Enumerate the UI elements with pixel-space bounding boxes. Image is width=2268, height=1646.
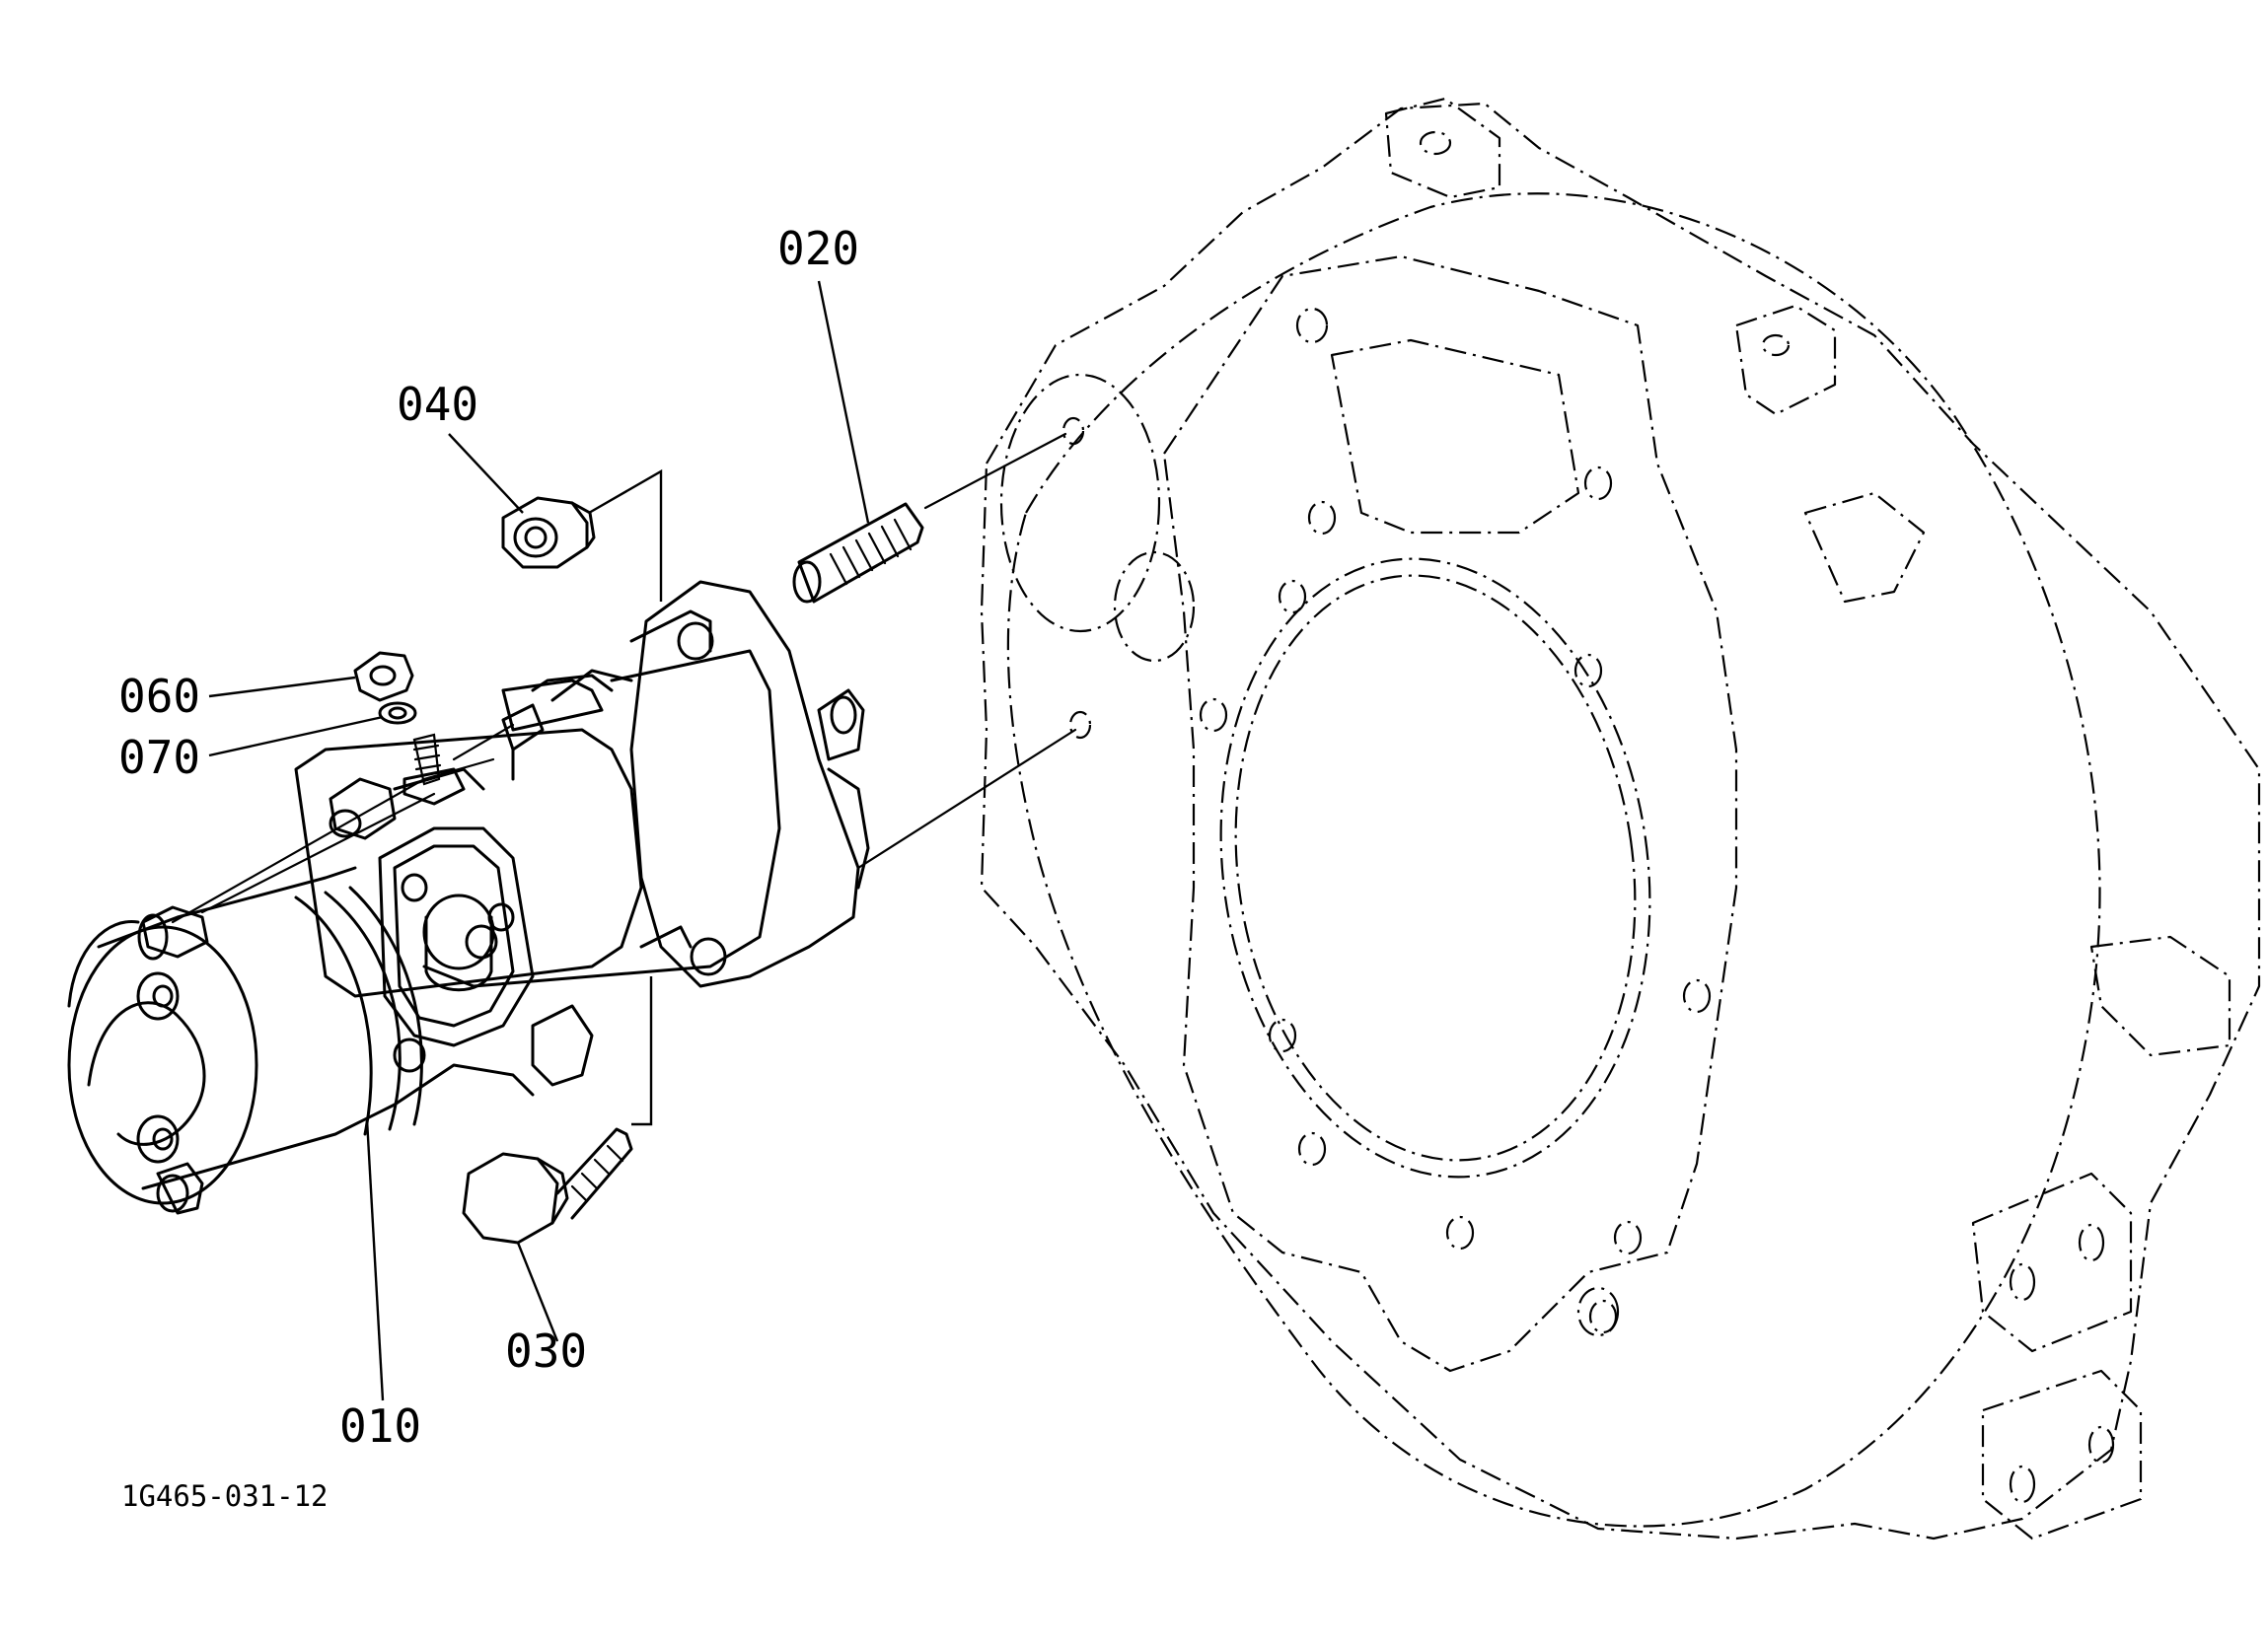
leader-070 bbox=[208, 715, 384, 757]
stud-bolt bbox=[792, 502, 924, 604]
starter-motor bbox=[67, 580, 870, 1215]
leader-010 bbox=[365, 1118, 385, 1401]
lock-washer bbox=[378, 701, 417, 725]
leader-020 bbox=[817, 280, 870, 524]
terminal-stud bbox=[402, 723, 515, 806]
callout-020: 020 bbox=[777, 222, 859, 275]
callout-040: 040 bbox=[397, 378, 478, 431]
hex-nut-small bbox=[353, 651, 414, 702]
callout-060: 060 bbox=[118, 670, 200, 723]
flywheel-housing bbox=[980, 97, 2261, 1540]
callout-030: 030 bbox=[505, 1324, 587, 1378]
hex-bolt bbox=[462, 1127, 633, 1245]
leader-040 bbox=[448, 433, 524, 514]
diagram-reference-code: 1G465-031-12 bbox=[121, 1479, 329, 1513]
leader-030 bbox=[516, 1242, 559, 1342]
callout-010: 010 bbox=[339, 1399, 421, 1453]
assembly-lines bbox=[588, 432, 1077, 1126]
callout-070: 070 bbox=[118, 731, 200, 784]
flange-nut bbox=[501, 496, 596, 569]
leader-060 bbox=[208, 676, 356, 698]
